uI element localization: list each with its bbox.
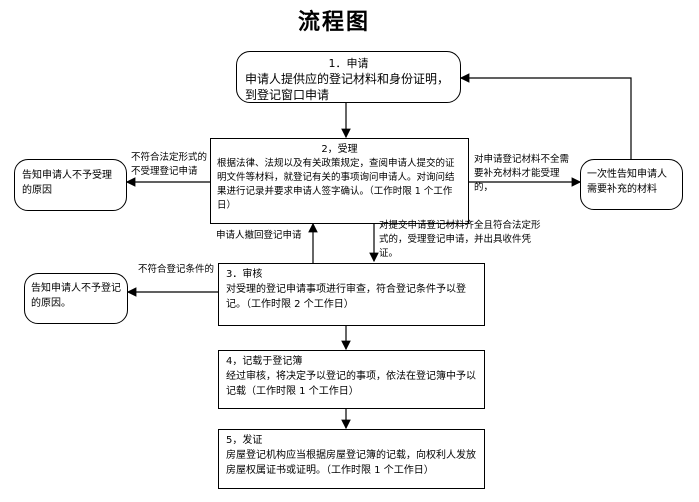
step-issue-body: 房屋登记机构应当根据房屋登记簿的记载，向权利人发放房屋权属证书或证明。（工作时限… xyxy=(226,450,476,476)
label-not-statutory: 不符合法定形式的不受理登记申请 xyxy=(131,152,208,177)
supplement-text: 一次性告知申请人需要补充的材料 xyxy=(587,169,667,195)
step-accept-box: 2，受理 根据法律、法规以及有关政策规定，查阅申请人提交的证明文件等材料，就登记… xyxy=(210,138,469,224)
supplement-box: 一次性告知申请人需要补充的材料 xyxy=(580,159,683,210)
step-accept-body: 根据法律、法规以及有关政策规定，查阅申请人提交的证明文件等材料，就登记有关的事项… xyxy=(217,158,455,211)
step-review-heading: 3．审核 xyxy=(226,269,263,280)
arrow-supplement-to-apply xyxy=(459,73,632,159)
step-apply-heading: 1．申请 xyxy=(328,57,369,70)
step-apply-body: 申请人提供应的登记材料和身份证明，到登记窗口申请 xyxy=(245,72,450,102)
step-record-heading: 4，记载于登记簿 xyxy=(226,356,303,367)
step-apply-box: 1．申请 申请人提供应的登记材料和身份证明，到登记窗口申请 xyxy=(236,51,461,103)
label-complete: 对提交申请登记材料齐全且符合法定形式的，受理登记申请，并出具收件凭证。 xyxy=(379,220,541,259)
step-issue-box: 5，发证 房屋登记机构应当根据房屋登记簿的记载，向权利人发放房屋权属证书或证明。… xyxy=(218,429,485,489)
step-review-body: 对受理的登记申请事项进行审查，符合登记条件予以登记。（工作时限 2 个工作日） xyxy=(226,284,466,310)
step-record-box: 4，记载于登记簿 经过审核，将决定予以登记的事项，依法在登记簿中予以记载（工作时… xyxy=(218,350,485,409)
reject-register-text: 告知申请人不予登记的原因。 xyxy=(31,283,121,309)
reject-accept-box: 告知申请人不予受理的原因 xyxy=(14,159,127,211)
step-issue-heading: 5，发证 xyxy=(226,435,263,446)
label-not-conditions: 不符合登记条件的 xyxy=(138,264,215,275)
reject-register-box: 告知申请人不予登记的原因。 xyxy=(24,273,128,324)
step-accept-heading: 2，受理 xyxy=(321,144,358,155)
step-review-box: 3．审核 对受理的登记申请事项进行审查，符合登记条件予以登记。（工作时限 2 个… xyxy=(218,263,485,326)
label-incomplete: 对申请登记材料不全需要补充材料才能受理的， xyxy=(474,154,570,193)
label-withdraw: 申请人撤回登记申请 xyxy=(216,230,302,241)
reject-accept-text: 告知申请人不予受理的原因 xyxy=(22,170,112,196)
page-title: 流程图 xyxy=(298,10,371,35)
step-record-body: 经过审核，将决定予以登记的事项，依法在登记簿中予以记载（工作时限 1 个工作日） xyxy=(226,371,476,397)
